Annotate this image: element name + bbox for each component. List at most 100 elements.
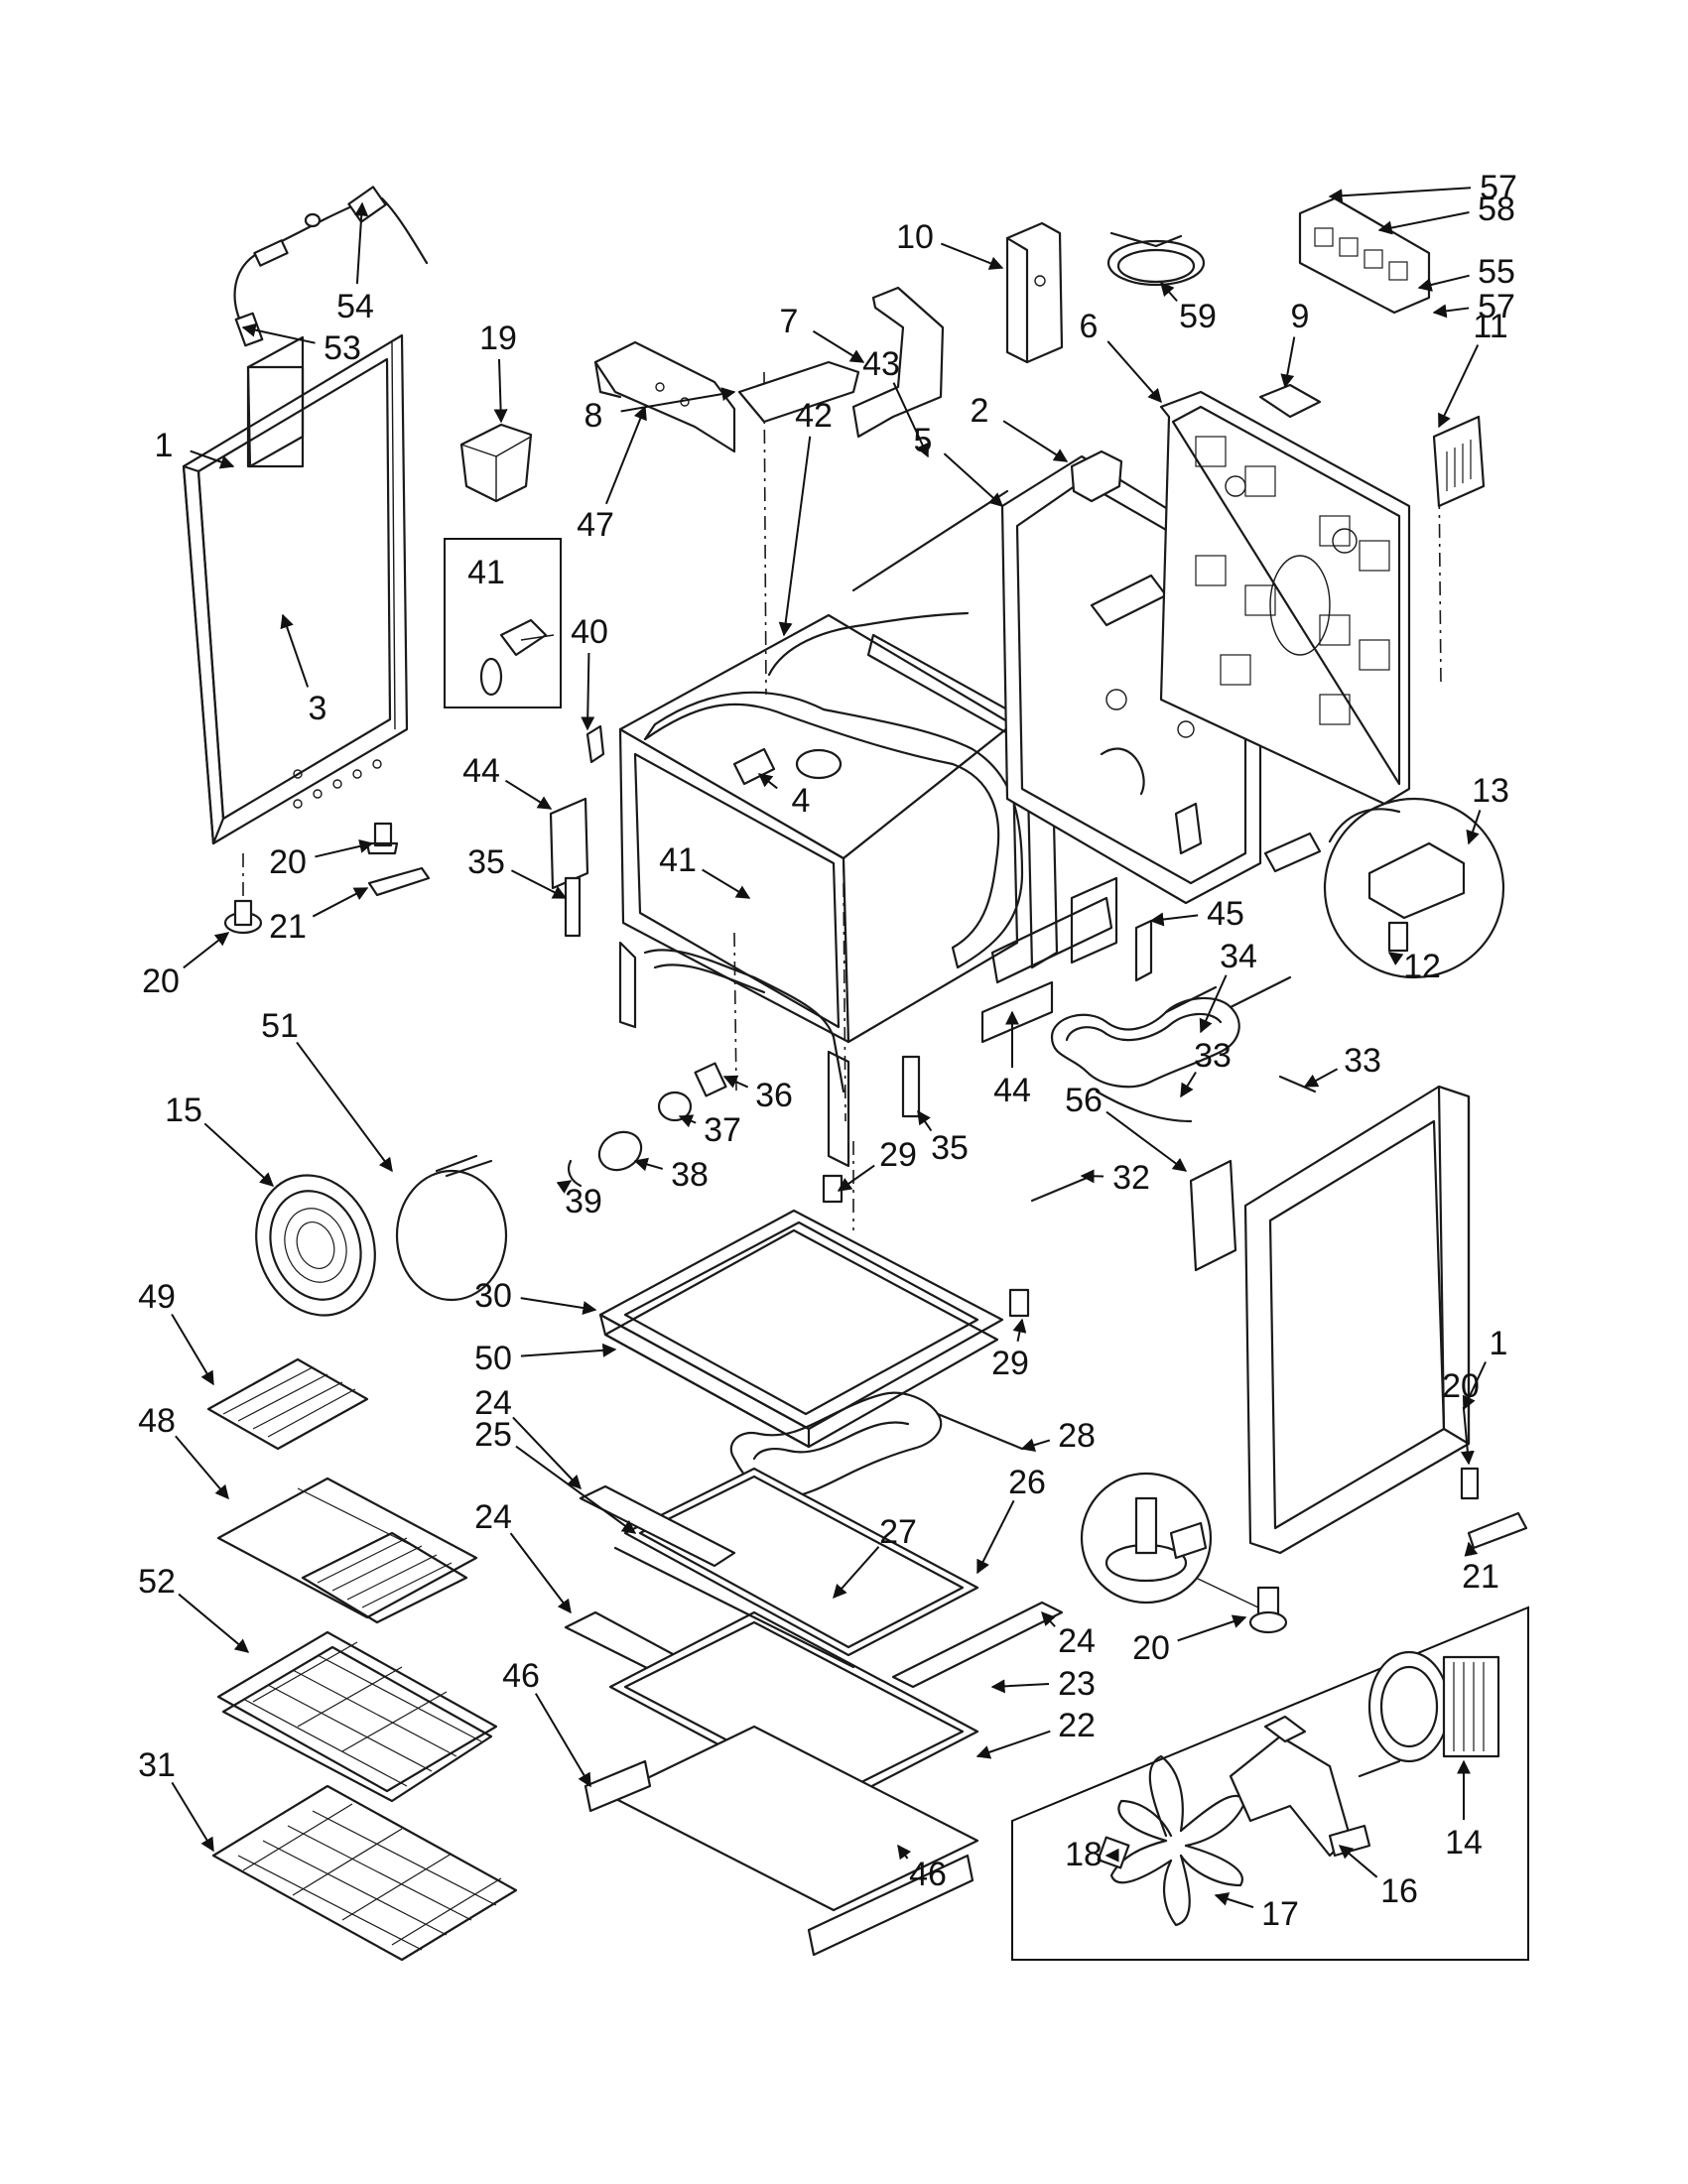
right-bracket-35 [901, 1055, 921, 1118]
callout-leader-line [1338, 1845, 1378, 1878]
callout-leader-line [1041, 1610, 1056, 1627]
callout-leader-line [976, 1499, 1015, 1575]
oven-light-assembly [567, 1062, 727, 1188]
callout-leader-line [1177, 1614, 1247, 1642]
rack-52 [216, 1630, 498, 1803]
callout-label: 23 [1058, 1665, 1096, 1703]
callout-label: 39 [565, 1183, 602, 1220]
oven-cavity [618, 613, 1059, 1168]
callout-leader-line [943, 452, 1004, 507]
callout-leader-line [354, 201, 369, 285]
left-brackets [549, 797, 589, 938]
callout-label: 16 [1380, 1872, 1418, 1910]
bracket-56 [1189, 1159, 1237, 1272]
callout-label: 33 [1194, 1037, 1232, 1075]
terminal-block-inset [1263, 797, 1505, 979]
callout-leader-line [520, 1297, 597, 1315]
callout-label: 55 [1478, 253, 1515, 291]
callout-label: 33 [1344, 1042, 1381, 1080]
callout-label: 56 [1065, 1082, 1103, 1119]
meat-probe-wire [233, 186, 429, 347]
callout-label: 35 [931, 1129, 969, 1167]
callout-label: 34 [1220, 938, 1257, 975]
callout-leader-line [1462, 1361, 1487, 1411]
callout-leader-line [515, 1445, 637, 1534]
callout-leader-line [296, 1041, 393, 1173]
callout-label: 21 [1462, 1558, 1499, 1596]
callout-label: 20 [142, 963, 180, 1000]
callout-leader-line [512, 1416, 582, 1490]
callout-label: 29 [879, 1136, 917, 1174]
callout-label: 17 [1261, 1895, 1299, 1933]
callout-leader-line [1377, 211, 1470, 235]
callout-leader-line [1328, 187, 1472, 203]
callout-label: 20 [269, 843, 307, 881]
callout-leader-line [917, 1109, 933, 1132]
callout-leader-line [757, 773, 778, 790]
callout-label: 50 [474, 1340, 512, 1377]
callout-leader-line [1303, 1068, 1339, 1088]
callout-label: 42 [795, 397, 833, 435]
convection-fan-cover [255, 1174, 376, 1317]
callout-leader-line [1464, 1541, 1479, 1557]
callout-label: 44 [462, 752, 500, 790]
sensor-block-19 [459, 423, 533, 503]
right-side-panel [1243, 1085, 1471, 1555]
bottom-panels [564, 1467, 1064, 1957]
callout-leader-line [1020, 1438, 1051, 1452]
callout-leader-line [183, 932, 230, 969]
bracket-47 [593, 340, 736, 453]
rack-31 [211, 1784, 518, 1962]
callout-leader-line [702, 868, 751, 899]
left-leveling-legs [223, 822, 431, 935]
light-socket-inset [444, 538, 562, 708]
callout-leader-line [1106, 340, 1162, 404]
callout-leader-line [556, 1180, 573, 1194]
callout-leader-line [1105, 1110, 1188, 1172]
callout-label: 6 [1080, 308, 1099, 345]
callout-label: 40 [571, 613, 608, 651]
callout-label: 49 [138, 1278, 176, 1316]
callout-leader-line [1180, 1071, 1197, 1098]
callout-leader-line [175, 1435, 229, 1500]
callout-label: 13 [1472, 772, 1509, 810]
callout-leader-line [1387, 952, 1404, 966]
callout-leader-line [1149, 912, 1199, 927]
callout-label: 43 [862, 345, 900, 383]
callout-leader-line [203, 1122, 275, 1187]
bracket-9 [1258, 383, 1322, 419]
left-side-panel [182, 333, 409, 845]
callout-leader-line [833, 1546, 880, 1600]
callout-label: 57 [1478, 288, 1515, 325]
power-cord [1106, 231, 1206, 287]
callout-leader-line [1199, 974, 1228, 1034]
callout-leader-line [510, 869, 568, 899]
callout-leader-line [1280, 336, 1296, 389]
callout-leader-line [633, 1157, 664, 1172]
callout-label: 41 [467, 554, 505, 591]
callout-label: 31 [138, 1746, 176, 1784]
callout-label: 7 [780, 303, 799, 340]
callout-leaders [171, 187, 1487, 1909]
callout-label: 1 [1490, 1325, 1508, 1362]
callout-leader-line [604, 405, 647, 505]
vent-duct [737, 221, 1064, 439]
callout-leader-line [241, 322, 316, 344]
callout-leader-line [940, 242, 1004, 270]
cover-11 [1432, 415, 1486, 508]
callout-leader-line [1080, 1169, 1104, 1184]
bracket-2 [1070, 450, 1123, 503]
callout-label: 36 [755, 1077, 793, 1114]
callout-leader-line [1002, 420, 1069, 462]
callout-label: 19 [479, 320, 517, 357]
rack-49 [206, 1357, 369, 1451]
callout-leader-line [1466, 810, 1482, 845]
callout-leader-line [778, 436, 812, 637]
callout-label: 11 [1473, 308, 1507, 345]
callout-leader-line [534, 1693, 591, 1788]
callout-leader-line [1417, 274, 1470, 292]
callout-leader-line [1460, 1406, 1475, 1466]
callout-label: 8 [584, 397, 603, 435]
callout-leader-line [1012, 1318, 1027, 1343]
